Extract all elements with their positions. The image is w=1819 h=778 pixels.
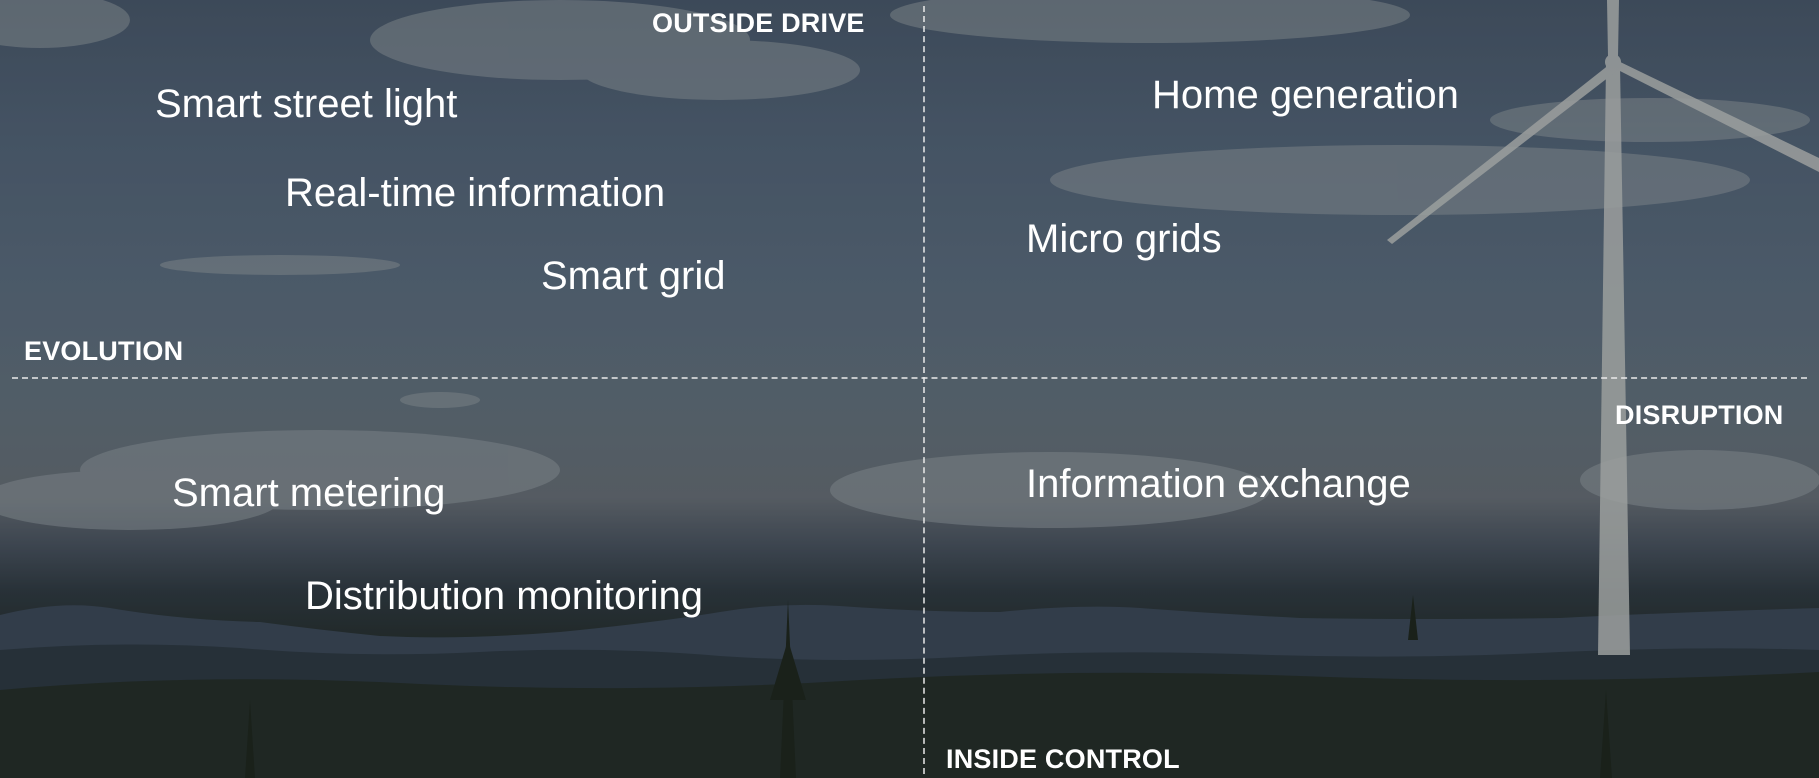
axis-label-right: DISRUPTION	[1615, 400, 1784, 430]
axis-label-bottom: INSIDE CONTROL	[946, 744, 1180, 774]
wind-turbine	[1387, 0, 1819, 655]
quadrant-item: Smart metering	[172, 471, 446, 515]
vertical-axis-divider	[923, 6, 925, 774]
horizontal-axis-divider	[12, 377, 1807, 379]
tree-silhouettes	[245, 595, 1612, 778]
quadrant-item: Smart grid	[541, 254, 726, 298]
quadrant-item: Home generation	[1152, 73, 1459, 117]
clouds	[0, 0, 1819, 530]
quadrant-item: Micro grids	[1026, 217, 1222, 261]
quadrant-item: Information exchange	[1026, 462, 1411, 506]
quadrant-item: Smart street light	[155, 82, 458, 126]
axis-label-left: EVOLUTION	[24, 336, 184, 366]
quadrant-item: Distribution monitoring	[305, 574, 703, 618]
quadrant-item: Real-time information	[285, 171, 666, 215]
axis-label-top: OUTSIDE DRIVE	[652, 8, 865, 38]
forest	[0, 672, 1819, 778]
